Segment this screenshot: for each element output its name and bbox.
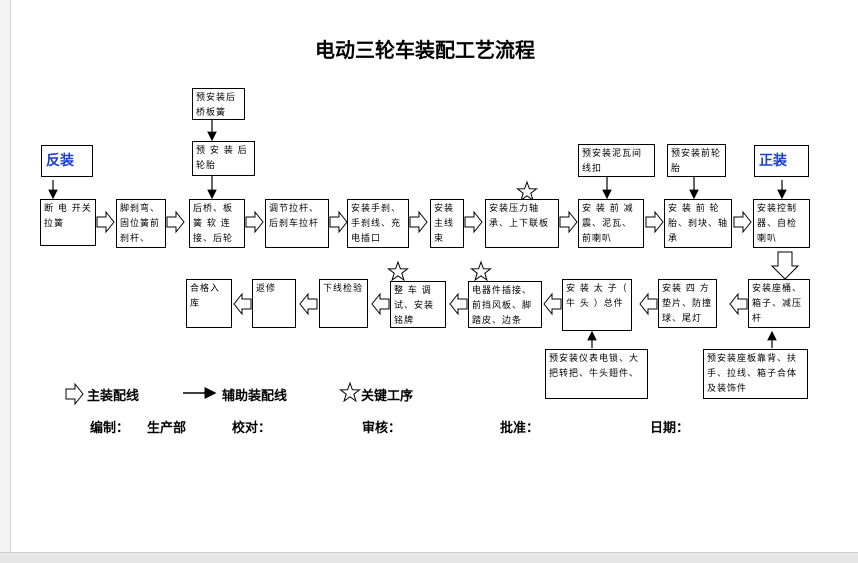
main-step: 安装主线束 <box>430 199 464 248</box>
date-label: 日期： <box>650 421 690 436</box>
main-step: 后桥、板簧 软 连接、后轮 <box>189 199 245 248</box>
legend-key-process-label: 关键工序 <box>361 389 414 404</box>
main-step: 调节拉杆、后刹车拉杆 <box>265 199 329 248</box>
aux-step: 预安装仪表电锁、大把转把、牛头翅件、 <box>545 349 648 399</box>
main-line-arrows-row1 <box>96 210 752 234</box>
main-step: 安装座桶、箱子、减压杆 <box>748 279 810 328</box>
aux-step: 预安装前轮胎 <box>667 144 726 177</box>
main-step: 合格入库 <box>186 279 232 328</box>
main-step: 安 装 前 减震、泥瓦、前喇叭 <box>578 199 644 248</box>
approve-label: 批准： <box>500 421 540 436</box>
page-title: 电动三轮车装配工艺流程 <box>315 38 535 62</box>
main-step: 脚刹弯、固位簧前刹杆、 <box>116 199 166 248</box>
main-step: 电器件插接、前挡风板、脚踏皮、边条 <box>468 281 542 328</box>
main-step: 下线检验 <box>319 279 368 328</box>
aux-step: 预 安 装 后轮胎 <box>192 141 255 176</box>
compile-label: 编制： <box>90 421 130 436</box>
main-line-down-arrow <box>770 251 800 280</box>
legend-main-line-icon <box>65 382 84 406</box>
main-step: 断 电 开关拉簧 <box>40 199 96 246</box>
key-process-stars <box>387 180 538 282</box>
main-step: 返修 <box>252 279 296 328</box>
reverse-assembly-tag: 反装 <box>41 145 93 177</box>
main-step: 安 装 太 子（ 牛 头 ）总件 <box>562 279 632 331</box>
aux-step: 预安装泥瓦间线扣 <box>578 144 655 177</box>
legend-aux-line-label: 辅助装配线 <box>222 389 288 404</box>
legend-star-icon <box>339 381 361 403</box>
compile-value: 生产部 <box>147 421 187 436</box>
aux-step: 预安装后桥板簧 <box>192 88 245 120</box>
main-step: 安 装 前 轮胎、刹块、轴承 <box>664 199 732 248</box>
aux-step: 预安装座板靠背、扶手、拉线、箱子合体及装饰件 <box>703 349 808 399</box>
main-step: 安装 四 方垫片、防撞球、尾灯 <box>658 279 717 328</box>
review-label: 审核： <box>362 421 402 436</box>
main-step: 安装控制器、自检喇叭 <box>753 199 810 248</box>
legend-main-line-label: 主装配线 <box>87 389 140 404</box>
document-page <box>10 0 858 552</box>
forward-assembly-tag: 正装 <box>754 145 809 177</box>
main-step: 安装手刹、手刹线、充电插口 <box>347 199 409 248</box>
main-step: 安装压力轴承、上下联板 <box>485 199 559 248</box>
horizontal-scrollbar[interactable] <box>0 552 858 563</box>
main-step: 整 车 调试、安装铭牌 <box>390 281 446 328</box>
main-line-arrows-row2 <box>233 292 748 316</box>
proof-label: 校对： <box>232 421 272 436</box>
